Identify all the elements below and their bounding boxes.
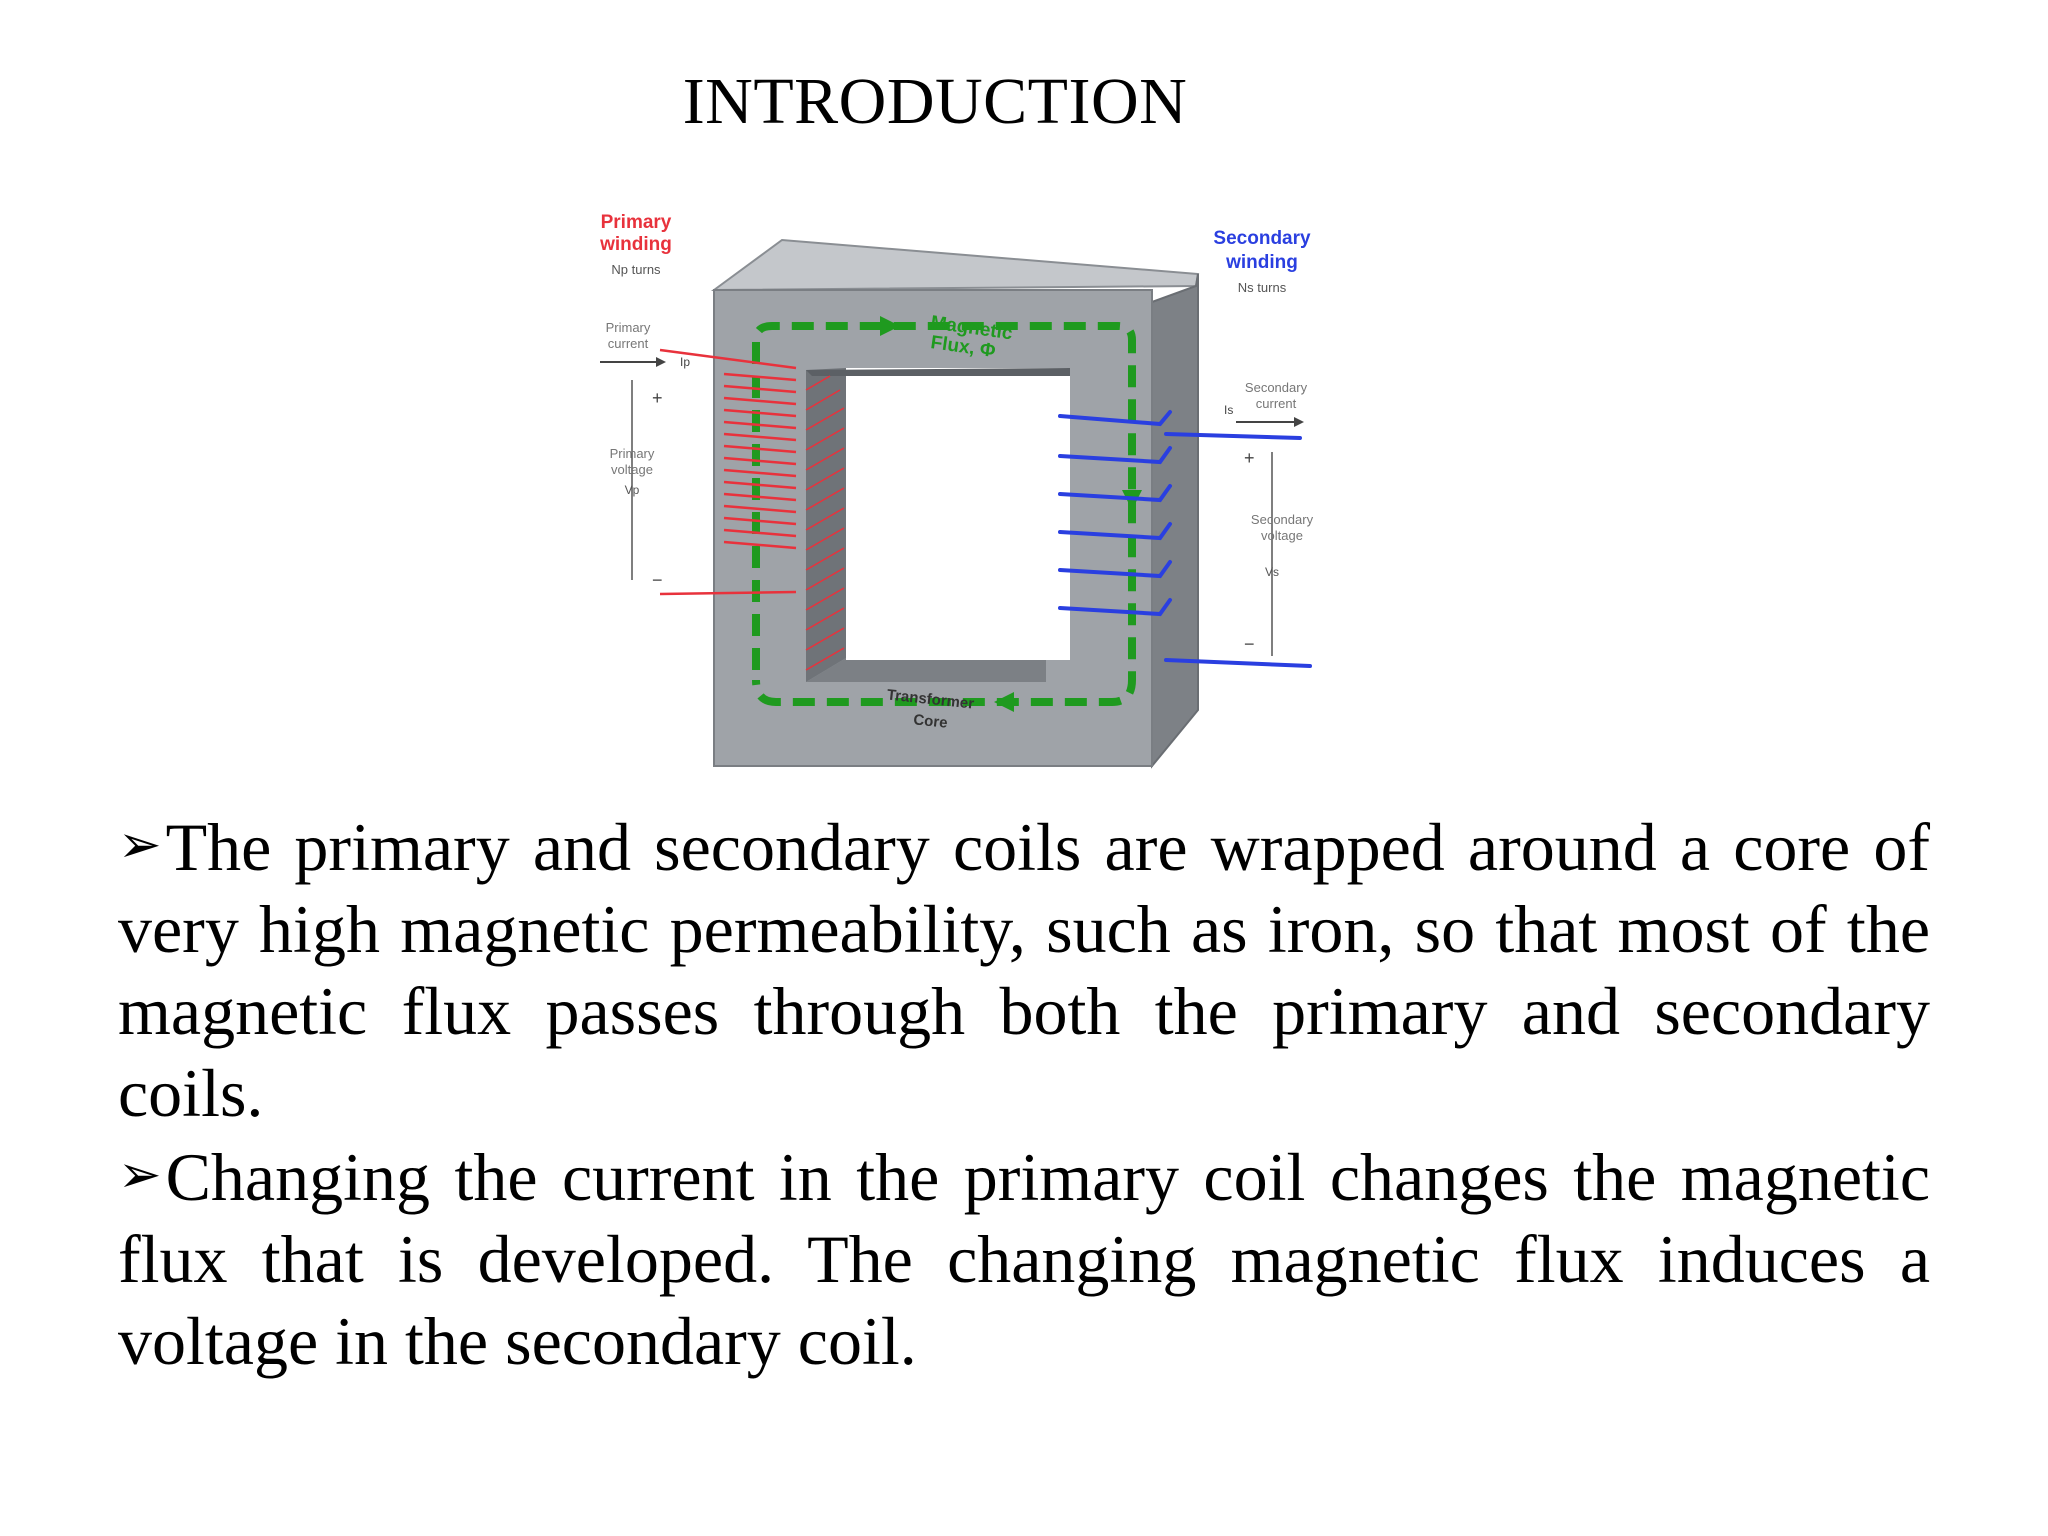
paragraph-1: ➢The primary and secondary coils are wra… (118, 804, 1930, 1134)
primary-winding-label: Primary (601, 212, 672, 233)
core-window (846, 368, 1070, 660)
secondary-voltage-symbol: Vs (1265, 565, 1279, 579)
paragraph-2-text: Changing the current in the primary coil… (118, 1139, 1930, 1379)
secondary-current-label-2: current (1256, 396, 1297, 411)
secondary-plus-sign: + (1244, 448, 1255, 468)
primary-current-symbol: Ip (680, 355, 690, 369)
body-text: ➢The primary and secondary coils are wra… (118, 804, 1930, 1382)
core-top-face (710, 238, 1200, 292)
arrow-bullet-icon: ➢ (118, 815, 162, 875)
core-side-face (1151, 273, 1199, 769)
secondary-turns-label: Ns turns (1238, 280, 1287, 295)
primary-current-label: Primary (606, 320, 651, 335)
primary-voltage-label-2: voltage (611, 462, 653, 477)
core-window-bottom (806, 658, 1046, 682)
primary-voltage-symbol: Vp (625, 483, 640, 497)
arrow-bullet-icon: ➢ (118, 1145, 162, 1205)
secondary-voltage-label: Secondary (1251, 512, 1314, 527)
primary-minus-sign: − (652, 570, 663, 590)
flux-arrow-bottom (994, 692, 1014, 712)
paragraph-2: ➢Changing the current in the primary coi… (118, 1134, 1930, 1382)
secondary-minus-sign: − (1244, 634, 1255, 654)
secondary-voltage-label-2: voltage (1261, 528, 1303, 543)
secondary-winding-label-2: winding (1225, 252, 1298, 273)
transformer-diagram-svg: Primary winding Np turns Primary current… (599, 212, 1314, 769)
secondary-current-label: Secondary (1245, 380, 1308, 395)
slide-title: INTRODUCTION (682, 65, 1188, 138)
core-window-shadow (806, 368, 1070, 376)
secondary-current-symbol: Is (1224, 403, 1233, 417)
transformer-diagram: Primary winding Np turns Primary current… (560, 190, 1360, 790)
primary-winding-label-2: winding (599, 234, 672, 255)
paragraph-1-text: The primary and secondary coils are wrap… (118, 809, 1930, 1131)
secondary-current-arrowhead (1294, 417, 1304, 427)
primary-current-label-2: current (608, 336, 649, 351)
flux-arrow-top (880, 316, 900, 336)
secondary-winding-label: Secondary (1213, 228, 1311, 249)
primary-current-arrowhead (656, 357, 666, 367)
core-window-depth (806, 368, 846, 682)
core-label-2: Core (913, 711, 949, 731)
secondary-coil (1058, 410, 1312, 668)
primary-coil-hatching (805, 375, 845, 671)
primary-turns-label: Np turns (611, 262, 661, 277)
primary-coil (659, 348, 797, 596)
primary-plus-sign: + (652, 388, 663, 408)
primary-voltage-label: Primary (610, 446, 655, 461)
flux-path (752, 322, 1136, 706)
